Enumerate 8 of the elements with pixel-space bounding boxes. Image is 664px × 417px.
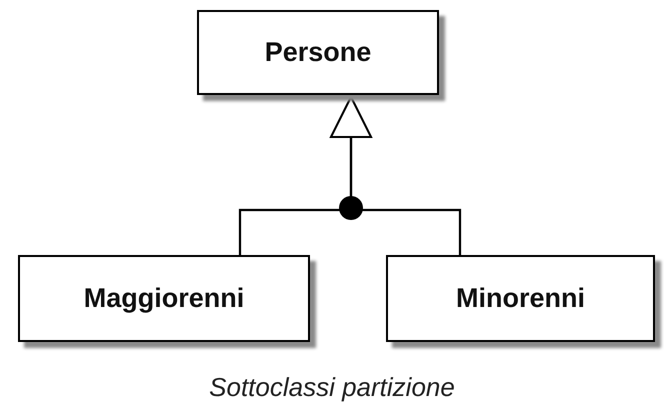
generalization-arrow (330, 96, 462, 255)
caption: Sottoclassi partizione (209, 372, 455, 403)
class-name: Minorenni (456, 283, 585, 314)
class-box (18, 255, 310, 342)
class-name: Maggiorenni (84, 283, 244, 314)
class-box (386, 255, 655, 342)
class-name: Persone (264, 37, 372, 68)
class-box (197, 10, 439, 95)
